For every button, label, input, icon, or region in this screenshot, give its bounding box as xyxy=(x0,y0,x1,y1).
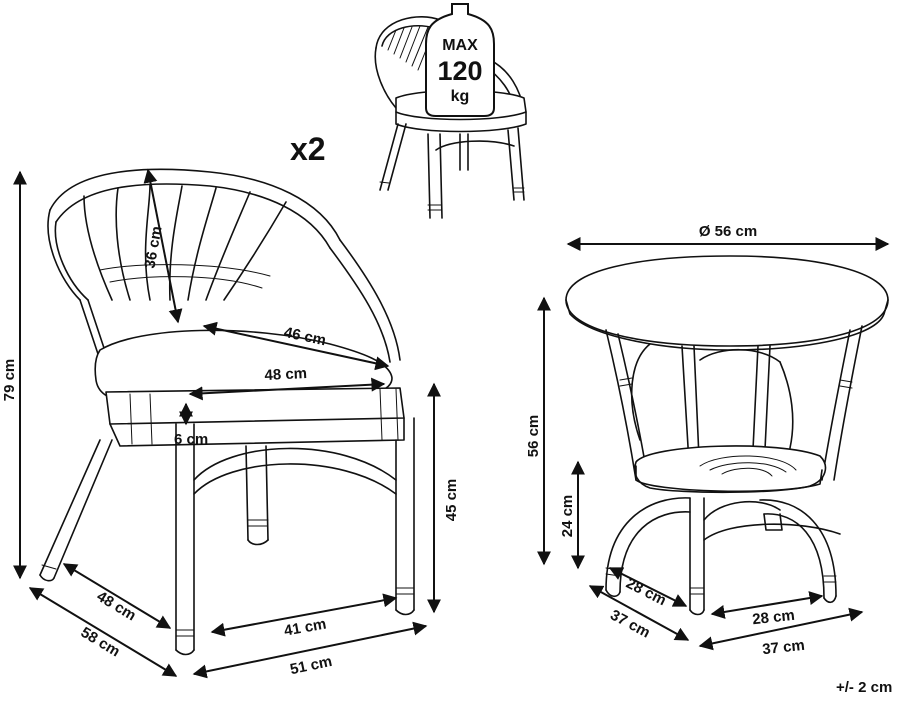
dim-base-width: 37 cm xyxy=(761,637,805,658)
dim-base-depth-inner: 28 cm xyxy=(623,575,669,609)
dim-line-chair-depth-total xyxy=(28,587,178,677)
weight-badge-line2: 120 xyxy=(437,56,482,86)
dim-line-base-width xyxy=(698,607,864,651)
dim-base-width-inner: 28 cm xyxy=(751,607,795,628)
dim-line-seat-depth xyxy=(202,321,390,371)
dim-seat-width: 48 cm xyxy=(264,365,307,384)
dim-chair-height: 79 cm xyxy=(1,359,18,402)
dim-base-depth: 37 cm xyxy=(607,607,653,642)
dim-backrest-height: 36 cm xyxy=(142,225,166,270)
dim-line-seat-width xyxy=(188,377,386,401)
dim-line-base-depth xyxy=(588,585,690,641)
weight-badge-line1: MAX xyxy=(442,37,478,54)
dim-table-height: 56 cm xyxy=(525,415,542,458)
dim-chair-leg-width: 41 cm xyxy=(283,616,328,640)
tolerance-note: +/- 2 cm xyxy=(836,679,892,696)
weight-limit-badge: MAX 120 kg xyxy=(425,3,495,117)
table-illustration xyxy=(565,255,889,616)
dim-table-diameter: Ø 56 cm xyxy=(699,223,757,240)
quantity-label: x2 xyxy=(290,131,326,167)
dim-seat-height: 45 cm xyxy=(443,479,460,522)
chair-illustration xyxy=(39,168,415,656)
weight-badge-line3: kg xyxy=(451,88,470,105)
dim-shelf-height: 24 cm xyxy=(559,495,576,538)
dim-line-backrest xyxy=(143,168,183,324)
dim-chair-width: 51 cm xyxy=(288,653,333,678)
dim-line-chair-width xyxy=(192,621,428,679)
chair-dimensions: 79 cm 36 cm 46 cm 48 cm 6 cm 45 cm 48 cm… xyxy=(1,168,460,679)
dim-chair-depth: 48 cm xyxy=(94,588,139,624)
dim-cushion-thickness: 6 cm xyxy=(174,431,208,448)
